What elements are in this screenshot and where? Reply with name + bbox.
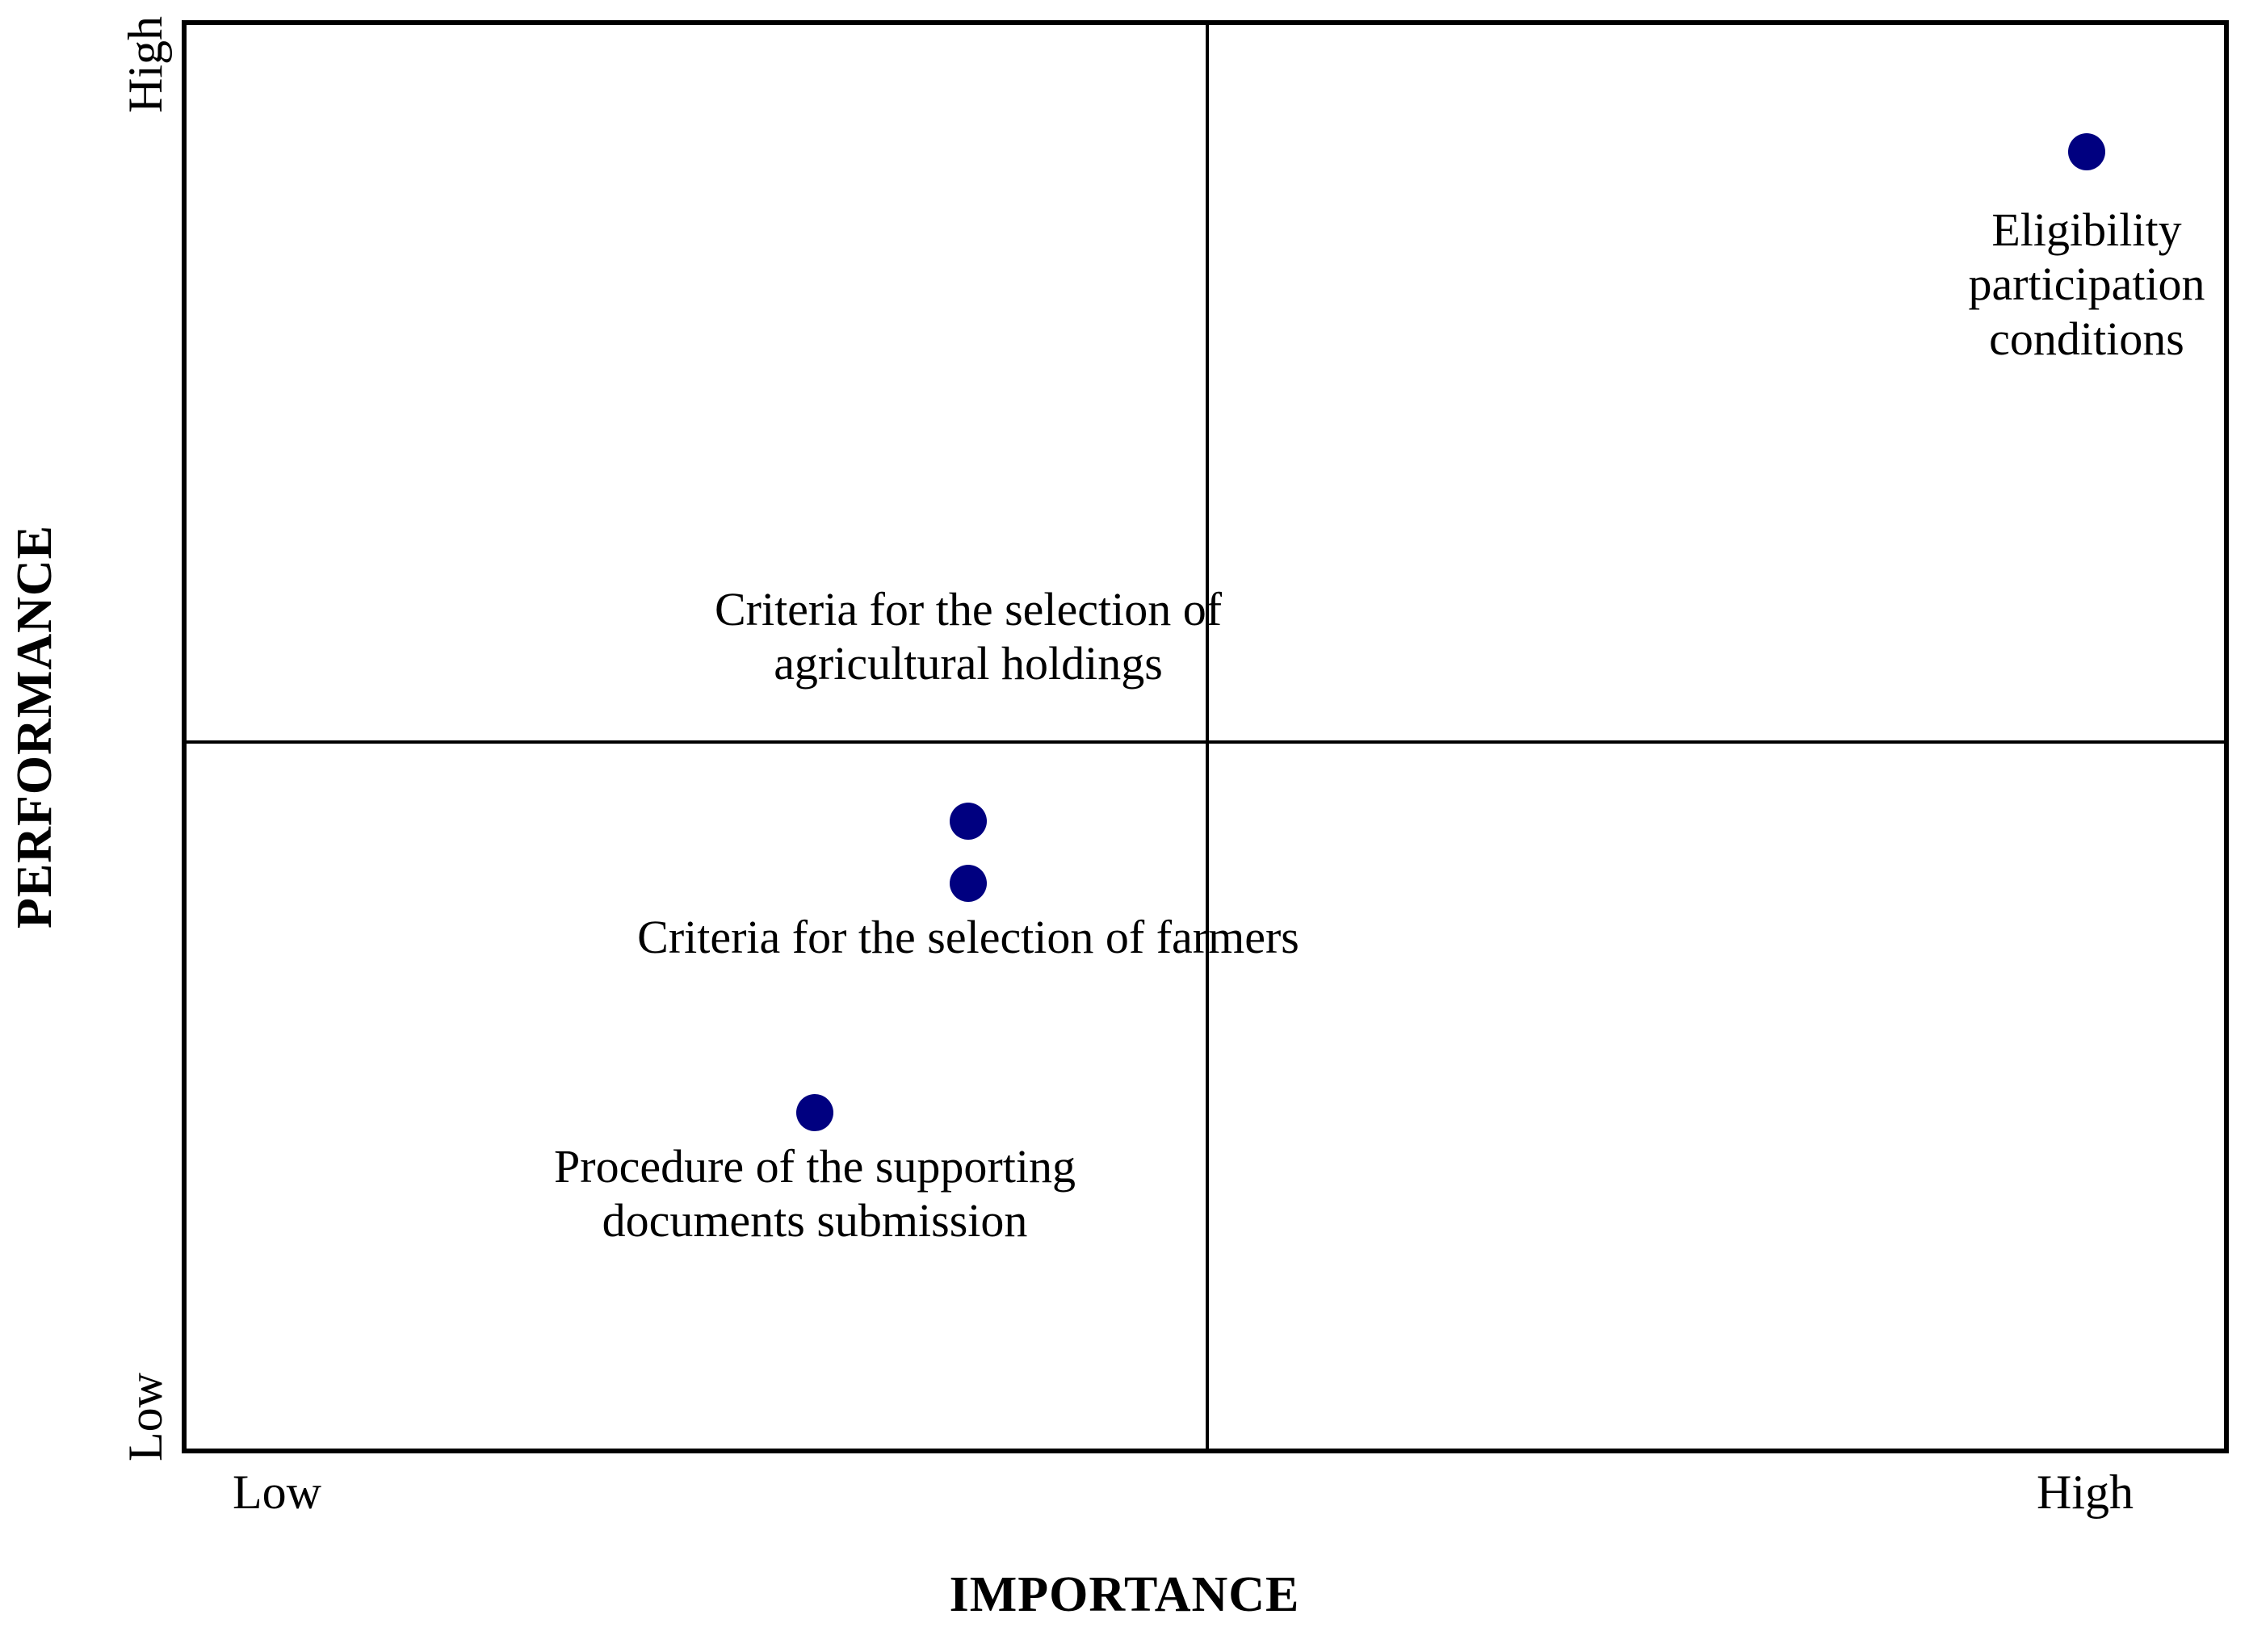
quadrant-divider-vertical — [1206, 25, 1209, 1449]
x-axis-tick-high: High — [2037, 1465, 2134, 1519]
y-axis-tick-high: High — [119, 16, 172, 113]
y-axis-title: PERFORMANCE — [7, 524, 62, 929]
y-axis-tick-low: Low — [119, 1373, 172, 1461]
x-axis-title: IMPORTANCE — [949, 1567, 1300, 1622]
quadrant-divider-horizontal — [187, 740, 2224, 744]
x-axis-tick-low: Low — [233, 1465, 321, 1519]
data-point-eligibility[interactable] — [2068, 133, 2105, 170]
data-label-agricultural-holdings: Criteria for the selection of agricultur… — [714, 583, 1223, 690]
data-point-agricultural-holdings[interactable] — [950, 803, 987, 840]
plot-area: Eligibility participation conditions Cri… — [182, 20, 2229, 1453]
data-label-eligibility: Eligibility participation conditions — [1968, 203, 2205, 365]
data-label-procedure: Procedure of the supporting documents su… — [554, 1140, 1076, 1247]
data-label-farmers: Criteria for the selection of farmers — [637, 911, 1299, 963]
data-point-farmers[interactable] — [950, 865, 987, 902]
data-point-procedure[interactable] — [796, 1094, 833, 1131]
